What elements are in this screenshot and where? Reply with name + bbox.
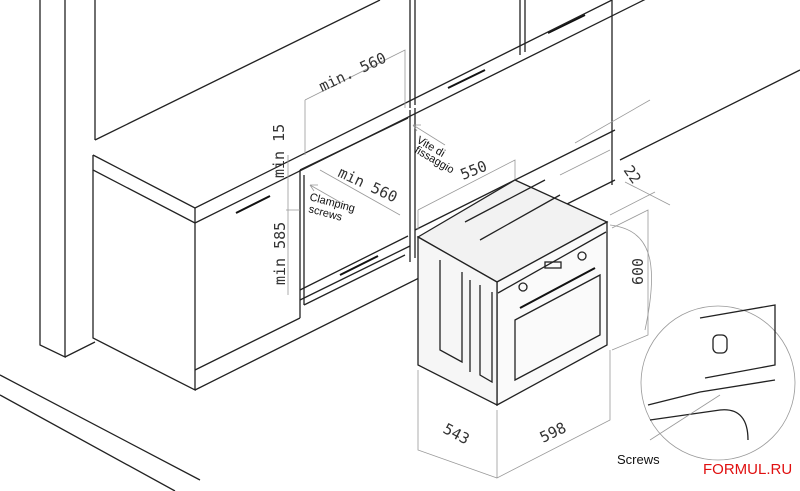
dim-niche-height: min 585 (271, 222, 289, 285)
countertop (92, 0, 646, 224)
niche-dimension-lines (286, 49, 516, 295)
oven (416, 179, 609, 407)
screws-label: Screws (617, 452, 660, 467)
dim-panel-thickness: 22 (620, 162, 645, 187)
dim-gap-top: min 15 (270, 124, 288, 178)
oven-dimension-lines (417, 99, 671, 479)
screws-detail-view (609, 224, 796, 461)
vite-arrow-icon (412, 124, 446, 146)
dim-niche-width-top: min. 560 (316, 49, 389, 96)
watermark: FORMUL.RU (703, 461, 792, 478)
wall (0, 0, 201, 491)
clamping-arrow-icon (309, 184, 346, 206)
dim-oven-height: 600 (629, 258, 647, 285)
dim-oven-depth: 543 (440, 420, 472, 449)
base-cabinets (92, 69, 800, 392)
upper-cabinets (94, 0, 613, 141)
dim-oven-depth-top: 550 (458, 157, 490, 184)
dim-oven-width: 598 (537, 419, 569, 447)
